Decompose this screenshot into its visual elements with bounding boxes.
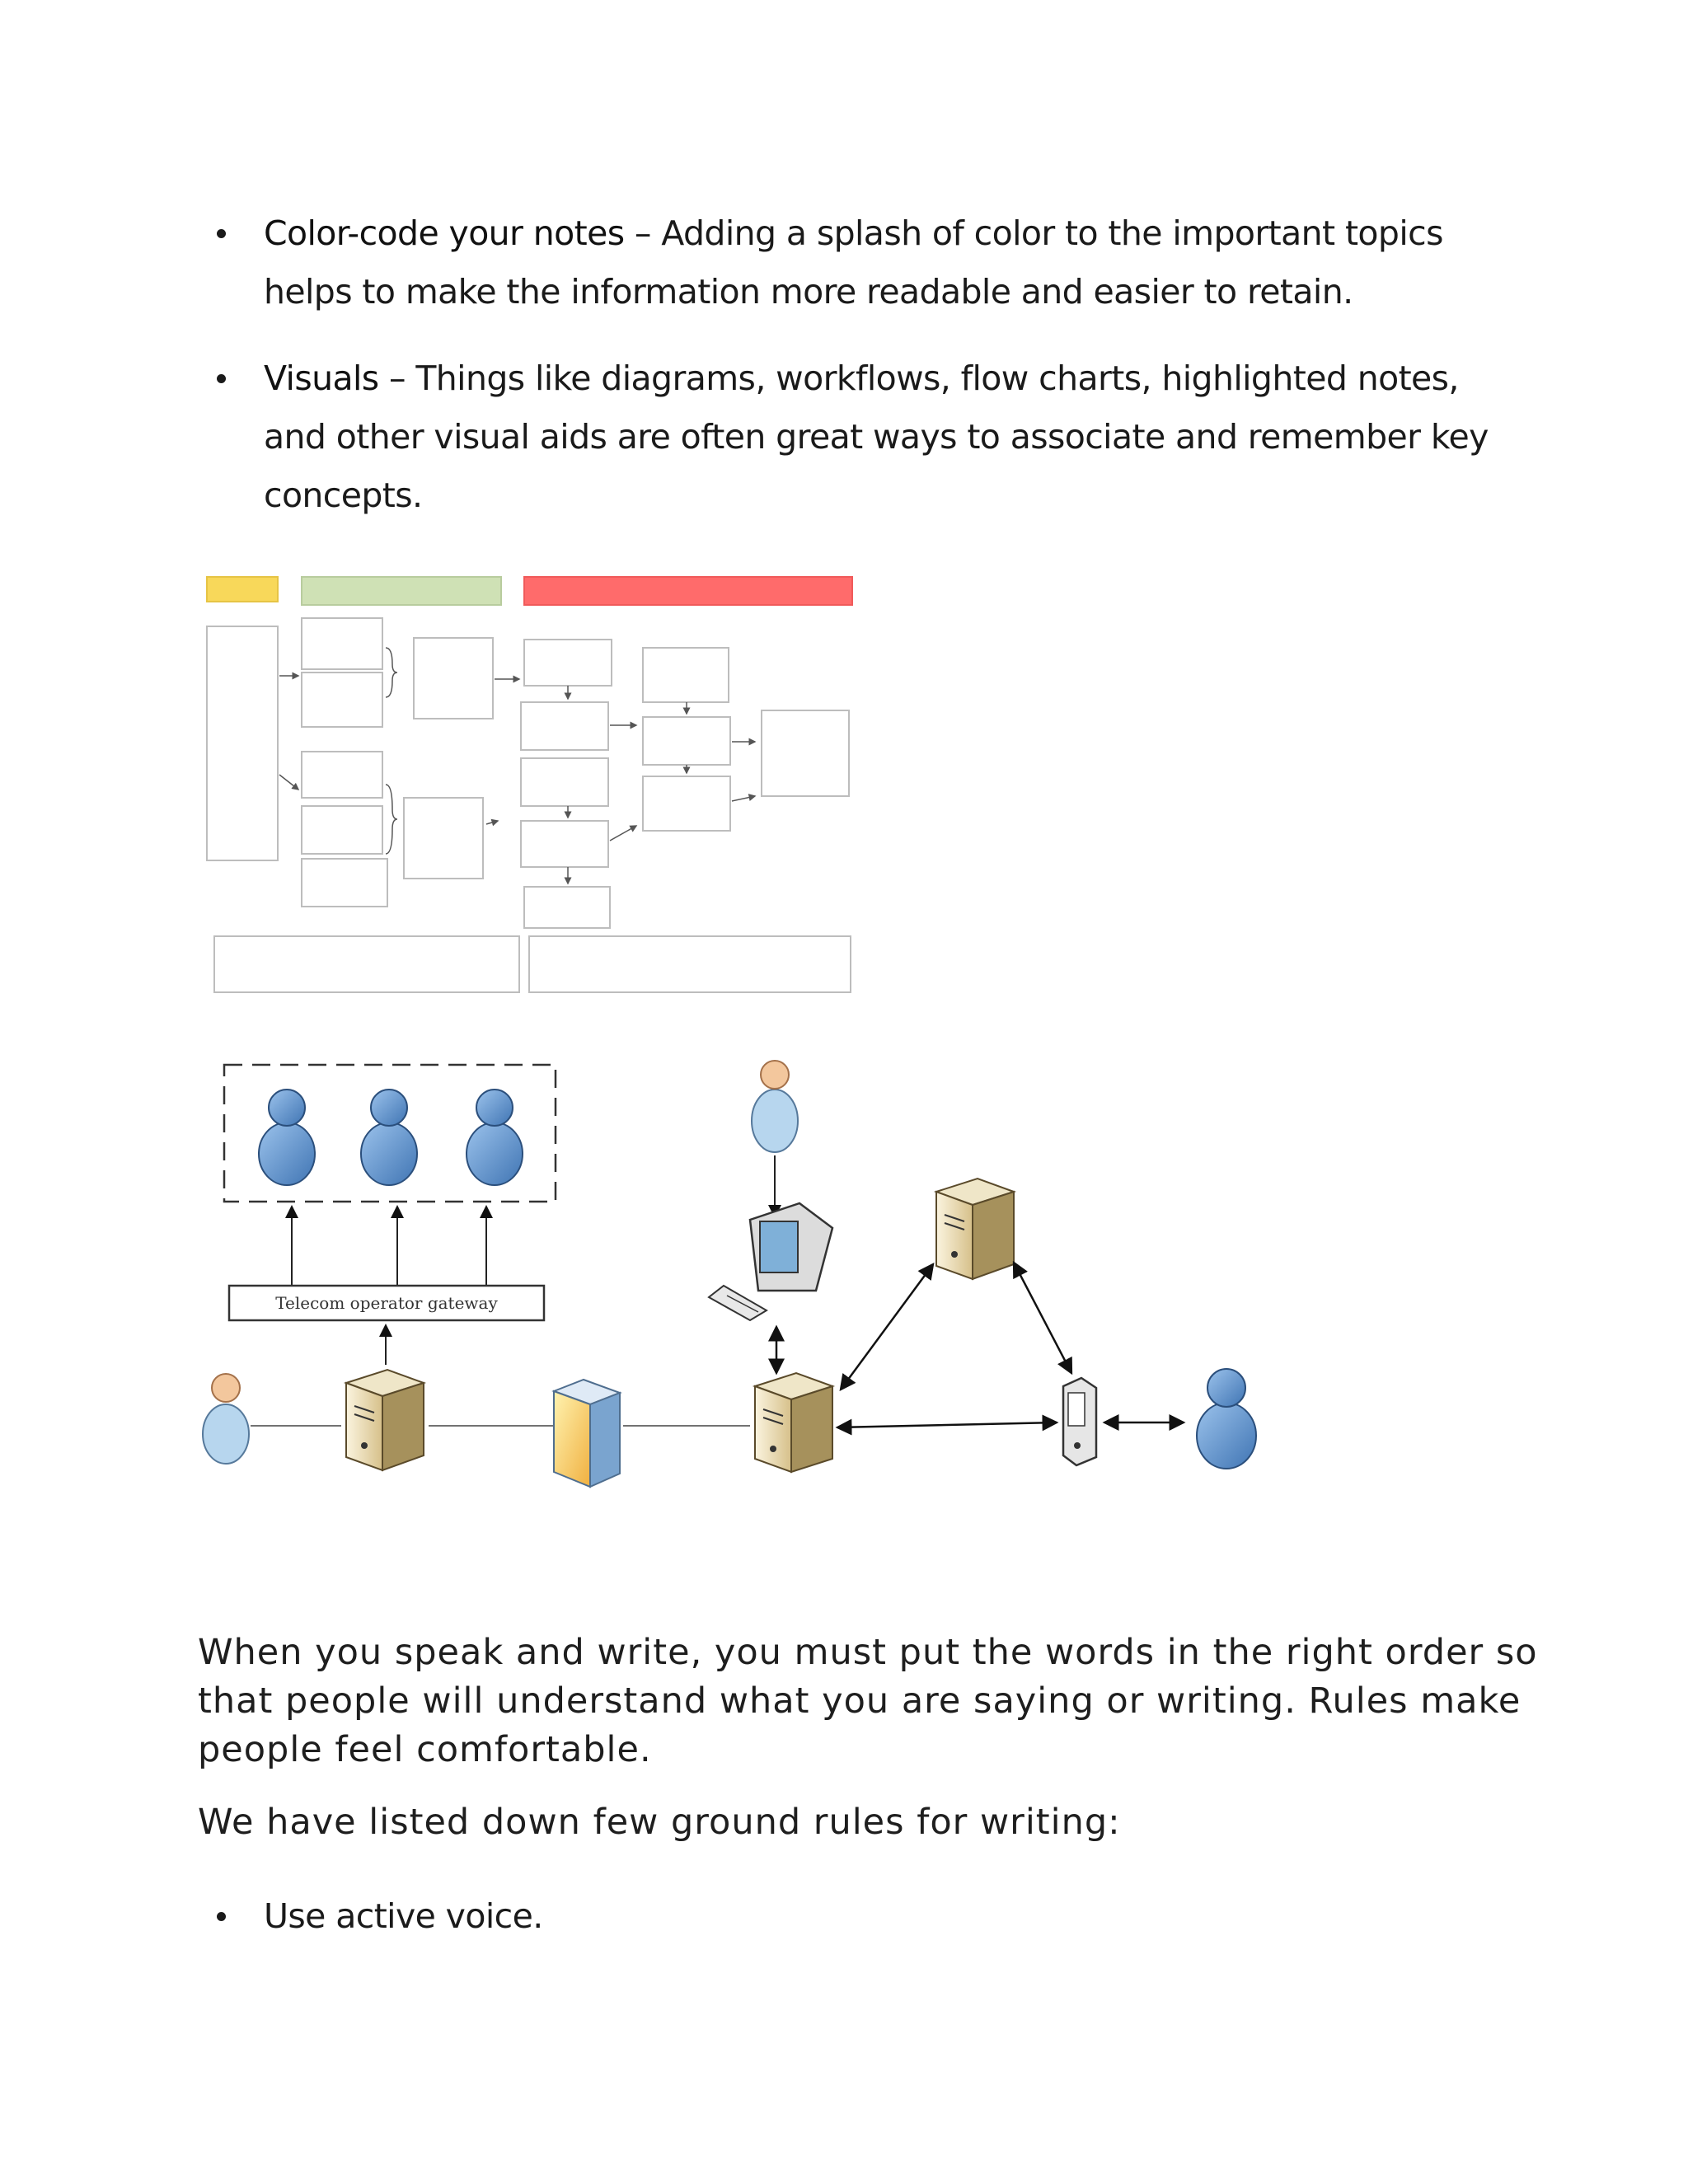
box xyxy=(521,758,608,806)
box xyxy=(414,638,493,719)
box xyxy=(302,859,387,907)
header-yellow xyxy=(207,577,278,602)
box xyxy=(521,702,608,750)
bullet-dot-icon xyxy=(217,229,226,238)
box xyxy=(524,887,610,928)
bullet-text: Use active voice. xyxy=(264,1896,543,1936)
bullet-active-voice: Use active voice. xyxy=(264,1887,1517,1946)
phone-icon xyxy=(1063,1378,1096,1465)
user-icon xyxy=(467,1090,523,1185)
computer-icon xyxy=(709,1203,832,1320)
network-diagram: Telecom operator gateway xyxy=(190,1047,1278,1508)
user-icon xyxy=(361,1090,417,1185)
flowchart-diagram xyxy=(198,569,865,997)
bullet-term: Visuals xyxy=(264,359,379,398)
box xyxy=(302,618,382,669)
box xyxy=(404,798,483,879)
box xyxy=(302,752,382,798)
server-icon xyxy=(755,1373,832,1472)
bullet-separator: – xyxy=(624,213,661,253)
person-icon xyxy=(752,1061,798,1152)
box xyxy=(302,806,382,854)
box xyxy=(302,673,382,727)
bullet-visuals: Visuals – Things like diagrams, workflow… xyxy=(264,349,1517,525)
user-icon xyxy=(259,1090,315,1185)
database-icon xyxy=(554,1380,620,1487)
server-icon xyxy=(936,1179,1014,1279)
header-red xyxy=(524,577,852,605)
paragraph-ground-rules: We have listed down few ground rules for… xyxy=(198,1798,1550,1847)
box-tall-left xyxy=(207,626,278,860)
header-green xyxy=(302,577,501,605)
box-bottom-right xyxy=(529,936,851,992)
box xyxy=(521,821,608,867)
box xyxy=(762,710,849,796)
bullet-color-code: Color-code your notes – Adding a splash … xyxy=(264,204,1517,321)
bullet-term: Color-code your notes xyxy=(264,213,624,253)
paragraph-word-order: When you speak and write, you must put t… xyxy=(198,1629,1550,1774)
box xyxy=(643,776,730,831)
person-icon xyxy=(203,1374,249,1464)
bullet-separator: – xyxy=(379,359,416,398)
bullet-text: Things like diagrams, workflows, flow ch… xyxy=(264,359,1489,515)
server-icon xyxy=(346,1370,424,1470)
box xyxy=(643,717,730,765)
box xyxy=(643,648,729,702)
bullet-dot-icon xyxy=(217,374,226,383)
gateway-label: Telecom operator gateway xyxy=(275,1293,498,1313)
box xyxy=(524,640,612,686)
box-bottom-left xyxy=(214,936,519,992)
bullet-dot-icon xyxy=(217,1912,226,1921)
user-icon xyxy=(1197,1369,1256,1469)
